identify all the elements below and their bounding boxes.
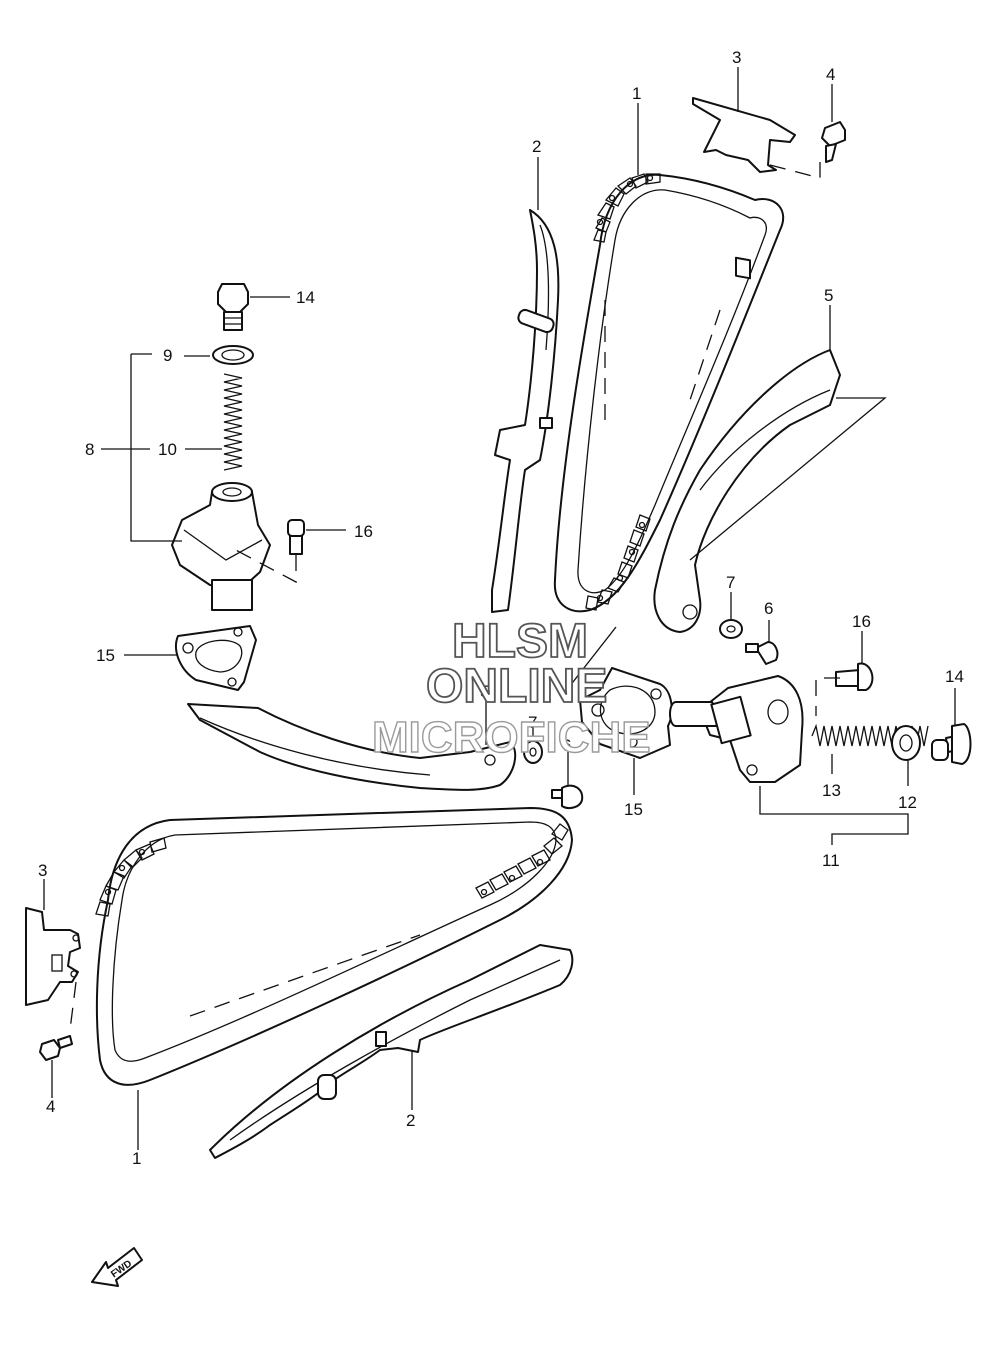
- callout-7-right: 7: [726, 573, 735, 592]
- callout-4-bottom: 4: [46, 1097, 55, 1116]
- chain-holder-upper: [692, 97, 796, 280]
- callout-6-mid: 6: [562, 736, 571, 755]
- tensioner-body-right: [669, 675, 804, 783]
- bolt-upper: [821, 121, 846, 163]
- callout-11: 11: [822, 851, 840, 870]
- callout-4-top: 4: [826, 65, 835, 84]
- callout-16-left: 16: [354, 522, 373, 541]
- pivot-bolt-right: [745, 641, 779, 665]
- fwd-arrow-icon: FWD: [91, 1247, 143, 1287]
- chain-guide-upper: [491, 209, 560, 613]
- chain-links-top: [593, 173, 661, 243]
- tensioner-plug-bolt-left: [217, 283, 249, 331]
- callout-14-left: 14: [296, 288, 315, 307]
- watermark-line3: MICROFICHE: [372, 713, 651, 762]
- callout-15-mid: 15: [624, 800, 643, 819]
- watermark: HLSM ONLINE MICROFICHE: [371, 614, 651, 763]
- tensioner-bolt-left: [287, 519, 305, 555]
- chain-holder-lower: [25, 907, 81, 1006]
- tensioner-bolt-right: [835, 662, 874, 691]
- callout-13: 13: [822, 781, 841, 800]
- callout-1-bottom: 1: [132, 1149, 141, 1168]
- callout-5-mid: 5: [480, 682, 489, 701]
- tensioner-body-left: [171, 482, 271, 611]
- callout-3-bottom: 3: [38, 861, 47, 880]
- callout-6-right: 6: [764, 599, 773, 618]
- tensioner-spring-left: [223, 373, 243, 471]
- washer-right: [719, 619, 743, 639]
- chain-links-lower-left: [95, 837, 167, 917]
- callout-3-top: 3: [732, 48, 741, 67]
- cam-chain-upper: [553, 173, 785, 613]
- callout-8: 8: [85, 440, 94, 459]
- callout-10: 10: [158, 440, 177, 459]
- tensioner-guide-upper: [653, 349, 841, 633]
- callout-12: 12: [898, 793, 917, 812]
- callout-5-top: 5: [824, 286, 833, 305]
- chain-links-mid: [585, 514, 651, 611]
- tensioner-washer-right: [891, 725, 921, 761]
- tensioner-plug-bolt-right: [931, 723, 972, 765]
- callout-16-right: 16: [852, 612, 871, 631]
- callout-2-bottom: 2: [406, 1111, 415, 1130]
- tensioner-gasket-right: [579, 667, 673, 759]
- bolt-lower: [39, 1035, 73, 1061]
- watermark-line2: ONLINE: [426, 660, 607, 713]
- callout-14-right: 14: [945, 667, 964, 686]
- callout-1-top: 1: [632, 84, 641, 103]
- tensioner-gasket-washer-left: [212, 345, 254, 365]
- callout-9: 9: [163, 346, 172, 365]
- chain-guide-lower: [209, 944, 574, 1159]
- cam-chain-lower: [95, 807, 573, 1086]
- pivot-bolt-middle: [551, 784, 584, 809]
- tensioner-gasket-left: [175, 625, 257, 691]
- tensioner-guide-lower: [187, 703, 517, 791]
- callout-7-mid: 7: [528, 713, 537, 732]
- watermark-line1: HLSM: [452, 615, 588, 668]
- callout-15-left: 15: [96, 646, 115, 665]
- chain-links-lower-right: [475, 823, 569, 899]
- callout-2-top: 2: [532, 137, 541, 156]
